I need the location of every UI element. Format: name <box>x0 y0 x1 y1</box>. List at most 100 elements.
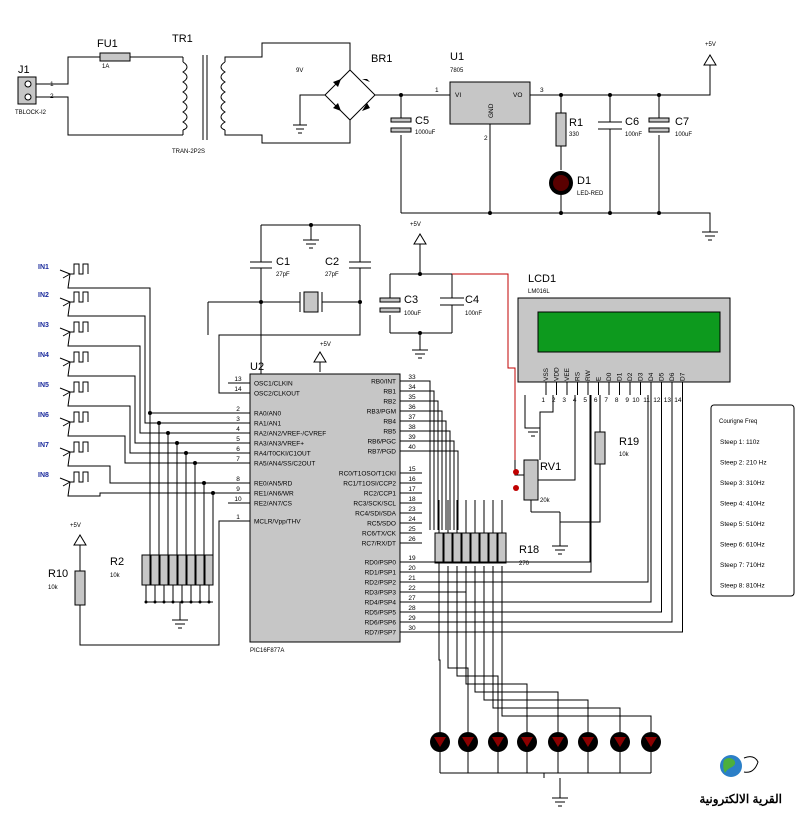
u1-pin-gnd: GND <box>488 103 495 118</box>
c6-value: 100nF <box>625 132 642 138</box>
r2-value: 10k <box>110 573 121 579</box>
r19-ref: R19 <box>619 436 639 448</box>
c3-ref: C3 <box>404 294 418 306</box>
u2-pin-number: 21 <box>408 575 416 582</box>
lcd-pin-label: D0 <box>606 372 613 381</box>
u2-pin-label: RB0/INT <box>371 379 396 386</box>
rv1-potentiometer: RV1 20k <box>513 395 576 555</box>
input-label: IN4 <box>38 352 49 359</box>
c7-ref: C7 <box>675 116 689 128</box>
u2-pin-number: 8 <box>236 476 240 483</box>
r10-value: 10k <box>48 585 59 591</box>
u2-pin-label: RD0/PSP0 <box>365 560 397 567</box>
br1-ref: BR1 <box>371 53 392 65</box>
u2-pin-number: 19 <box>408 555 416 562</box>
lcd1-value: LM016L <box>528 289 550 295</box>
r19-resistor: R19 10k <box>560 395 639 523</box>
tr1-transformer <box>182 42 351 144</box>
u2-pin-number: 17 <box>408 486 416 493</box>
led-bar <box>430 732 661 778</box>
legend-row: Steep 2: 210 Hz <box>720 460 767 467</box>
c6-ref: C6 <box>625 116 639 128</box>
rv1-value: 20k <box>540 498 551 504</box>
u2-pin-number: 6 <box>236 446 240 453</box>
u2-pin-label: RC3/SCK/SCL <box>353 501 396 508</box>
r18-resistor-network <box>422 380 683 732</box>
u1-value: 7805 <box>450 68 464 74</box>
u2-pin-label: RC7/RX/DT <box>362 541 396 548</box>
vcc-label: +5V <box>705 42 716 48</box>
u2-pin-number: 10 <box>234 496 242 503</box>
u2-microcontroller: +5V U2 PIC16F877A 13OSC1/CLKIN14OSC2/CLK… <box>228 342 422 654</box>
u2-pin-label: RD7/PSP7 <box>365 630 397 637</box>
u2-pin-label: RC2/CCP1 <box>364 491 397 498</box>
c2-ref: C2 <box>325 256 339 268</box>
lcd-pin-label: VSS <box>543 367 550 381</box>
vcc-label: +5V <box>320 342 331 348</box>
r10-ref: R10 <box>48 568 68 580</box>
u2-pin-label: RC4/SDI/SDA <box>355 511 396 518</box>
lcd-pin-label: VEE <box>564 367 571 381</box>
lcd-pin-number: 14 <box>674 397 682 404</box>
input-label: IN6 <box>38 412 49 419</box>
lcd-pin-label: D4 <box>648 372 655 381</box>
u2-pin-label: RB5 <box>383 429 396 436</box>
lcd-pin-label: D6 <box>669 372 676 381</box>
lcd-pin-number: 5 <box>583 397 587 404</box>
lcd-pin-label: RW <box>585 369 592 381</box>
u2-pin-label: RC6/TX/CK <box>362 531 397 538</box>
lcd-pin-number: 8 <box>615 397 619 404</box>
crystal <box>303 291 319 313</box>
u2-pin-label: RA2/AN2/VREF-/CVREF <box>254 431 326 438</box>
u1-pin-vo: VO <box>513 92 522 99</box>
input-label: IN1 <box>38 264 49 271</box>
c5-value: 1000uF <box>415 130 436 136</box>
u2-pin-number: 18 <box>408 496 416 503</box>
u2-pin-number: 27 <box>408 595 416 602</box>
legend-row: Steep 8: 810Hz <box>720 583 765 590</box>
tr1-ref: TR1 <box>172 33 193 45</box>
u2-pin-number: 29 <box>408 615 416 622</box>
legend-row: Steep 1: 110z <box>720 439 760 446</box>
u2-pin-number: 15 <box>408 466 416 473</box>
u2-pin-number: 24 <box>408 516 416 523</box>
u2-pin-number: 40 <box>408 444 416 451</box>
legend-row: Steep 7: 710Hz <box>720 562 765 569</box>
u2-pin-number: 4 <box>236 426 240 433</box>
u2-pin-label: RB4 <box>383 419 396 426</box>
r1-ref: R1 <box>569 117 583 129</box>
lcd-pin-label: VDD <box>554 367 561 381</box>
j1-pin-2 <box>24 93 32 101</box>
u2-pin-number: 35 <box>408 394 416 401</box>
u2-pin-label: OSC1/CLKIN <box>254 381 293 388</box>
u2-pin-label: RD6/PSP6 <box>365 620 397 627</box>
u2-pin-number: 38 <box>408 424 416 431</box>
u2-pin-label: RB3/PGM <box>367 409 396 416</box>
u2-pin-label: RE0/AN5/RD <box>254 481 293 488</box>
tr1-value: TRAN-2P2S <box>172 149 205 155</box>
lcd-pin-number: 12 <box>653 397 661 404</box>
r18-value: 270 <box>519 561 530 567</box>
u2-pin-number: 34 <box>408 384 416 391</box>
r1-resistor <box>555 112 567 147</box>
input-label: IN8 <box>38 472 49 479</box>
u2-pin-label: RA0/AN0 <box>254 411 281 418</box>
u2-pin-label: RC1/T1OSI/CCP2 <box>343 481 396 488</box>
u2-pin-label: RD2/PSP2 <box>365 580 397 587</box>
u2-pin-label: RA4/T0CKI/C1OUT <box>254 451 311 458</box>
u2-pin-number: 16 <box>408 476 416 483</box>
u2-pin-label: RB1 <box>383 389 396 396</box>
r2-ref: R2 <box>110 556 124 568</box>
input-label: IN7 <box>38 442 49 449</box>
u2-pin-label: RB2 <box>383 399 396 406</box>
input-label: IN3 <box>38 322 49 329</box>
lcd-screen <box>537 311 721 353</box>
u2-pin-number: 26 <box>408 536 416 543</box>
c3-value: 100uF <box>404 311 421 317</box>
u2-pin-number: 9 <box>236 486 240 493</box>
u1-pin-number: 1 <box>435 87 439 94</box>
c4-value: 100nF <box>465 311 482 317</box>
u2-pin-number: 14 <box>234 386 242 393</box>
u1-pin-number: 2 <box>484 135 488 142</box>
u2-pin-label: RB7/PGD <box>367 449 396 456</box>
